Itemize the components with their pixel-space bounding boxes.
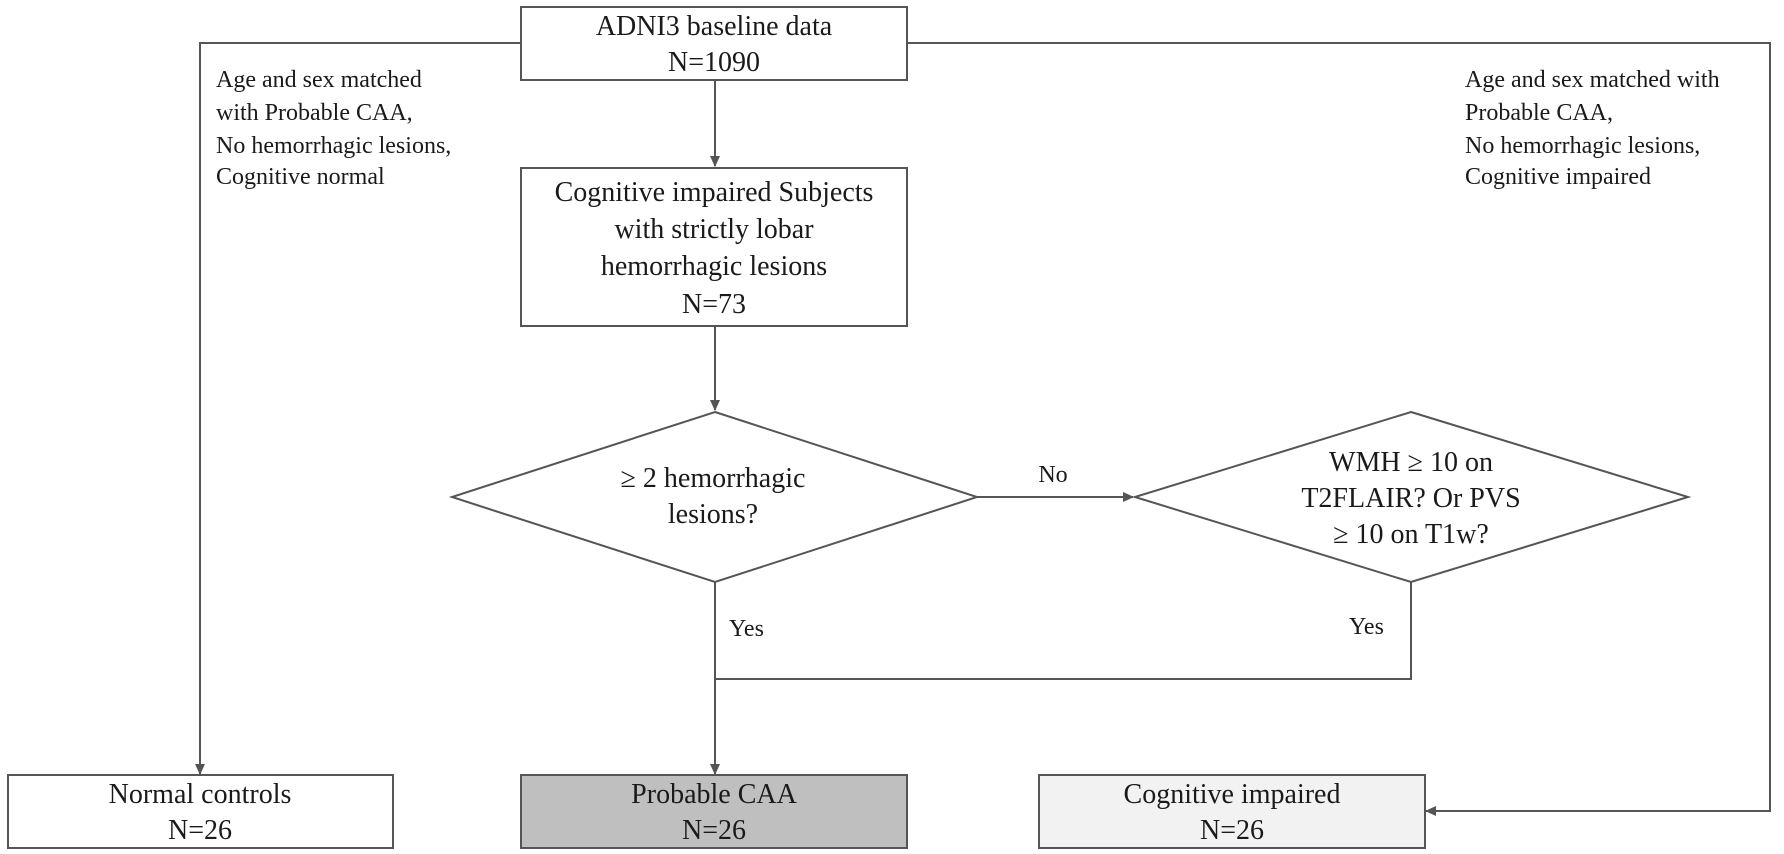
note-left-line-1: Age and sex matched xyxy=(216,67,422,93)
decision-lesions-line-1: ≥ 2 hemorrhagic xyxy=(621,463,806,494)
note-left-line-3: No hemorrhagic lesions, xyxy=(216,133,451,159)
impaired-subjects-box xyxy=(520,167,908,327)
note-left: Age and sex matched with Probable CAA, N… xyxy=(216,67,451,190)
normal-controls-node: Normal controls N=26 xyxy=(7,774,394,849)
line-wmh-yes xyxy=(715,582,1412,680)
probable-caa-node: Probable CAA N=26 xyxy=(520,774,908,849)
note-right-line-1: Age and sex matched with xyxy=(1465,67,1720,93)
decision-wmh-diamond xyxy=(1131,410,1692,584)
decision-wmh-line-2: T2FLAIR? Or PVS xyxy=(1301,483,1520,514)
cognitive-impaired-line-2: N=26 xyxy=(1200,815,1264,846)
start-line-2: N=1090 xyxy=(668,47,760,78)
probable-caa-box xyxy=(520,774,908,849)
probable-caa-line-1: Probable CAA xyxy=(631,779,797,810)
normal-controls-box xyxy=(7,774,394,849)
impaired-subjects-line-2: with strictly lobar xyxy=(614,214,814,245)
cognitive-impaired-line-1: Cognitive impaired xyxy=(1124,779,1341,810)
impaired-subjects-line-4: N=73 xyxy=(682,289,746,320)
normal-controls-line-1: Normal controls xyxy=(109,779,292,810)
note-left-line-2: with Probable CAA, xyxy=(216,100,413,126)
impaired-subjects-line-3: hemorrhagic lesions xyxy=(601,251,827,282)
arrow-to-normal-controls xyxy=(195,42,521,775)
note-right: Age and sex matched with Probable CAA, N… xyxy=(1465,67,1720,190)
decision-lesions-diamond xyxy=(448,410,981,584)
note-right-line-2: Probable CAA, xyxy=(1465,100,1613,126)
edge-label-no: No xyxy=(1038,462,1067,488)
decision-lesions-line-2: lesions? xyxy=(668,499,758,530)
start-box xyxy=(520,6,908,81)
decision-wmh-node: WMH ≥ 10 on T2FLAIR? Or PVS ≥ 10 on T1w? xyxy=(1131,410,1692,584)
edge-label-yes-left: Yes xyxy=(729,616,764,642)
note-right-line-3: No hemorrhagic lesions, xyxy=(1465,133,1700,159)
impaired-subjects-line-1: Cognitive impaired Subjects xyxy=(555,177,874,208)
decision-lesions-node: ≥ 2 hemorrhagic lesions? xyxy=(448,410,981,584)
note-right-line-4: Cognitive impaired xyxy=(1465,164,1651,190)
connectors xyxy=(195,42,1771,816)
decision-wmh-line-1: WMH ≥ 10 on xyxy=(1329,447,1493,478)
decision-wmh-line-3: ≥ 10 on T1w? xyxy=(1333,519,1489,550)
start-line-1: ADNI3 baseline data xyxy=(596,11,833,42)
cognitive-impaired-box xyxy=(1038,774,1426,849)
normal-controls-line-2: N=26 xyxy=(168,815,232,846)
probable-caa-line-2: N=26 xyxy=(682,815,746,846)
cognitive-impaired-node: Cognitive impaired N=26 xyxy=(1038,774,1426,849)
arrow-to-cognitive-impaired xyxy=(907,42,1771,816)
edge-label-yes-right: Yes xyxy=(1349,614,1384,640)
start-node: ADNI3 baseline data N=1090 xyxy=(520,6,908,81)
note-left-line-4: Cognitive normal xyxy=(216,164,385,190)
impaired-subjects-node: Cognitive impaired Subjects with strictl… xyxy=(520,167,908,327)
